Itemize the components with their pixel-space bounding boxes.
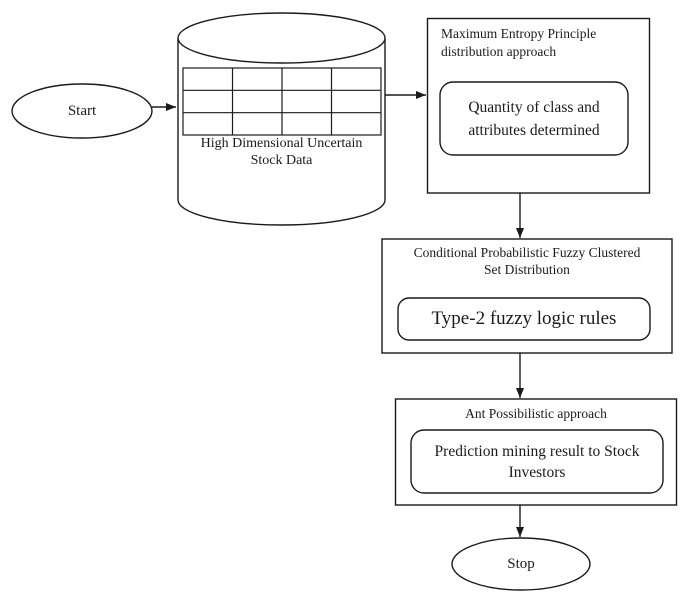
entropy-header-line1: Maximum Entropy Principle bbox=[441, 26, 597, 41]
ant-inner-box bbox=[410, 429, 664, 494]
stop-ellipse bbox=[451, 537, 591, 591]
ant-box-header: Ant Possibilistic approach bbox=[465, 406, 607, 421]
entropy-inner-line2: attributes determined bbox=[468, 121, 600, 139]
entropy-inner-line1: Quantity of class and bbox=[468, 98, 600, 116]
entropy-inner-label: Quantity of class and attributes determi… bbox=[440, 82, 628, 155]
entropy-header-line2: distribution approach bbox=[441, 43, 557, 59]
start-label: Start bbox=[67, 102, 97, 119]
fuzzy-header-line1: Conditional Probabilistic Fuzzy Clustere… bbox=[413, 245, 641, 260]
datastore-label-line2: Stock Data bbox=[250, 152, 313, 168]
fuzzy-inner-label: Type-2 fuzzy logic rules bbox=[431, 308, 617, 329]
entropy-box-header: Maximum Entropy Principle distribution a… bbox=[441, 25, 641, 60]
start-ellipse bbox=[11, 83, 153, 139]
fuzzy-box-header: Conditional Probabilistic Fuzzy Clustere… bbox=[382, 244, 672, 278]
entropy-inner-box bbox=[439, 81, 629, 156]
data-table-grid bbox=[182, 67, 382, 136]
datastore-label: High Dimensional Uncertain Stock Data bbox=[178, 136, 385, 169]
ant-inner-label: Prediction mining result to Stock Invest… bbox=[411, 430, 663, 493]
fuzzy-header-line2: Set Distribution bbox=[484, 262, 570, 277]
ant-inner-line1: Prediction mining result to Stock bbox=[434, 442, 640, 460]
ant-inner-line2: Investors bbox=[508, 463, 566, 481]
database-cylinder-top bbox=[177, 12, 386, 64]
stop-label: Stop bbox=[507, 555, 535, 572]
datastore-label-line1: High Dimensional Uncertain bbox=[200, 136, 363, 151]
fuzzy-inner-box bbox=[397, 297, 651, 341]
